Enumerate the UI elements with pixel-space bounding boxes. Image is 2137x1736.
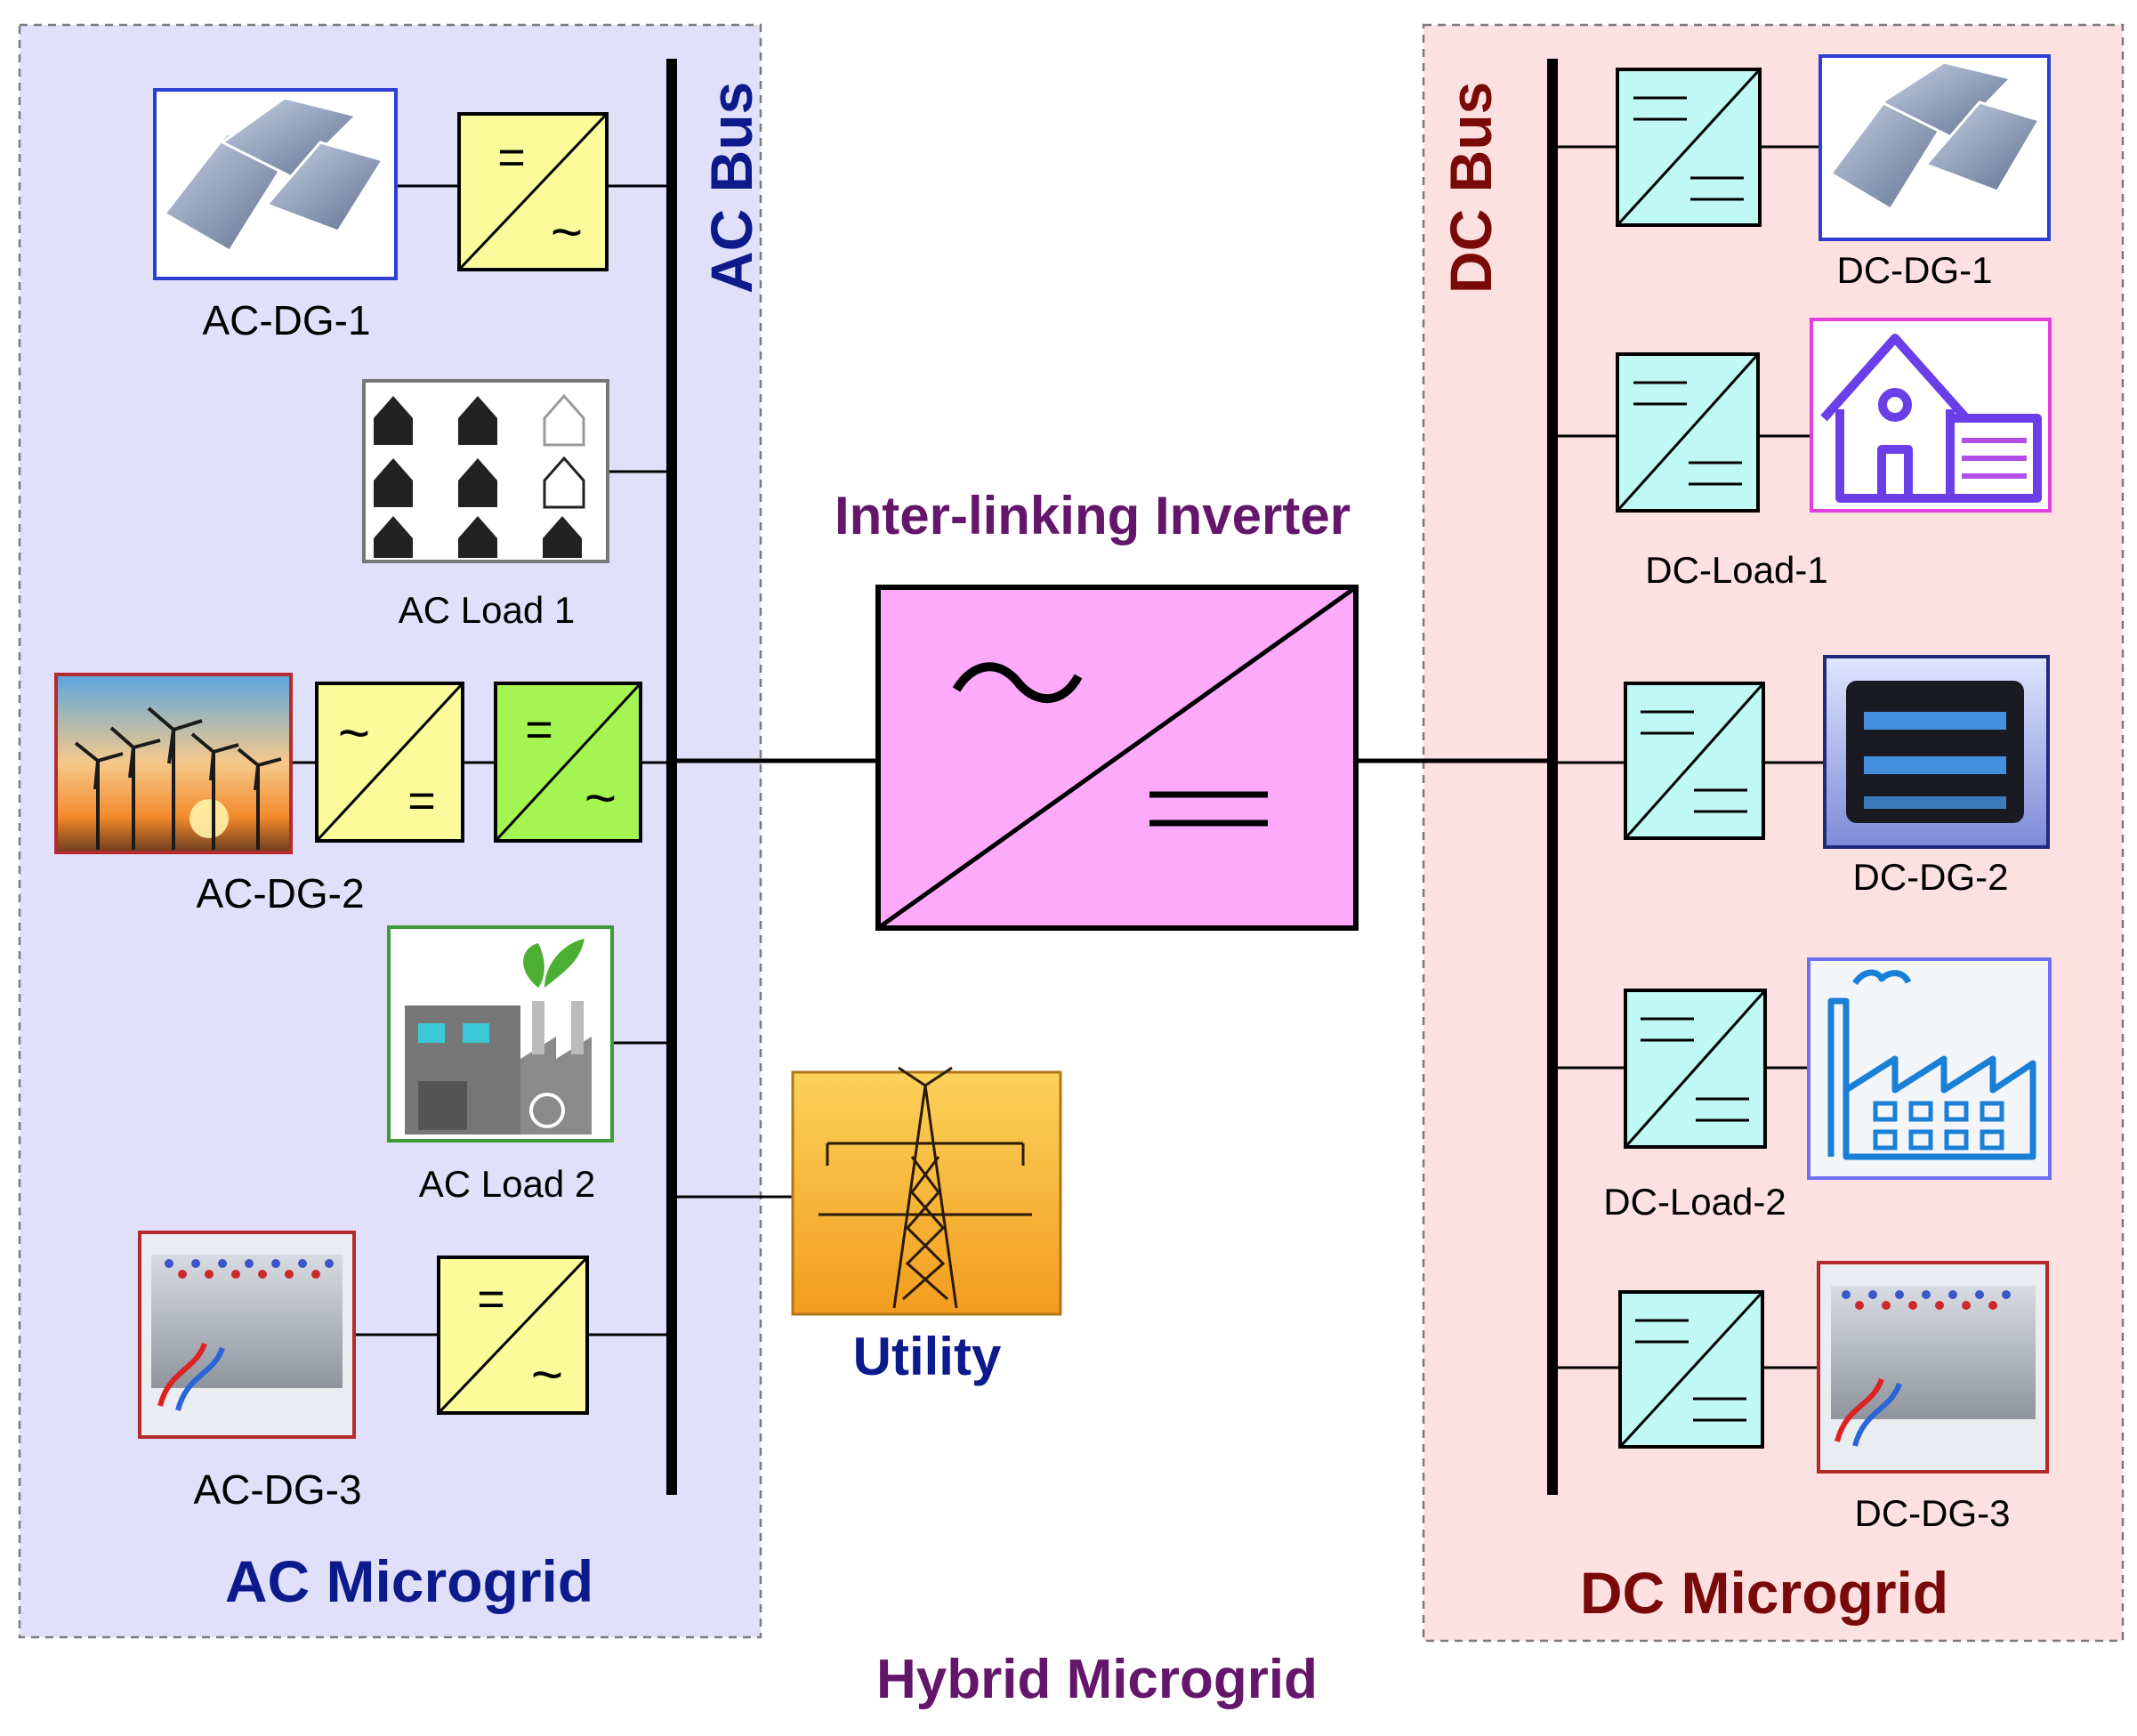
dc-dg3-converter [1618,1290,1764,1449]
dc-symbol: = [525,703,553,756]
ac-dg2-label: AC-DG-2 [196,870,364,916]
wind-turbine-icon [54,673,293,854]
utility-label: Utility [853,1327,1002,1386]
dc-bus-label: DC Bus [1438,82,1504,294]
dc-dg2-label: DC-DG-2 [1853,856,2009,898]
ac-symbol: ~ [531,1344,563,1406]
utility-tower-icon [791,1066,1062,1316]
dc-symbol: = [407,774,436,828]
solar-panel-icon [153,88,398,280]
dc-load1-label: DC-Load-1 [1645,549,1827,591]
dc-symbol: = [477,1272,505,1326]
dc-dg1-converter [1616,68,1762,227]
inverter-label: Inter-linking Inverter [835,486,1351,545]
ac-symbol: ~ [338,703,370,764]
ac-dg2-inverter: = ~ [494,682,642,843]
ac-load2-label: AC Load 2 [419,1163,595,1205]
ac-dg1-label: AC-DG-1 [202,297,370,343]
ac-dg1-converter: = ~ [457,112,609,271]
houses-icon [362,379,609,563]
dc-load2-label: DC-Load-2 [1603,1181,1786,1223]
dc-battery-bank-icon [1817,1261,2049,1474]
dc-dg1-label: DC-DG-1 [1837,249,1993,291]
battery-bank-icon [138,1231,356,1439]
ac-symbol: ~ [551,202,583,263]
ac-load1-label: AC Load 1 [399,589,575,631]
dc-microgrid-label: DC Microgrid [1580,1560,1948,1626]
ac-dg2-rectifier: ~ = [315,682,464,843]
dc-dg3-label: DC-DG-3 [1855,1492,2011,1534]
dc-dg2-converter [1624,682,1765,840]
dc-converters [1616,68,1767,1449]
ac-microgrid-label: AC Microgrid [225,1548,593,1614]
ac-dg3-label: AC-DG-3 [193,1466,361,1513]
factory-icon [387,925,614,1143]
inter-linking-inverter [875,585,1359,931]
dc-solar-panel-icon [1818,54,2051,241]
wires [291,145,1825,1369]
dc-load1-converter [1616,352,1760,513]
fuel-cell-icon [1823,655,2050,849]
dc-factory-icon [1807,957,2052,1180]
diagram-title: Hybrid Microgrid [876,1649,1318,1710]
ac-symbol: ~ [585,768,617,829]
dc-load2-converter [1624,989,1767,1149]
house-icon [1810,318,2052,513]
ac-dg3-converter: = ~ [437,1256,589,1415]
ac-bus-label: AC Bus [698,82,764,294]
dc-symbol: = [497,131,526,184]
